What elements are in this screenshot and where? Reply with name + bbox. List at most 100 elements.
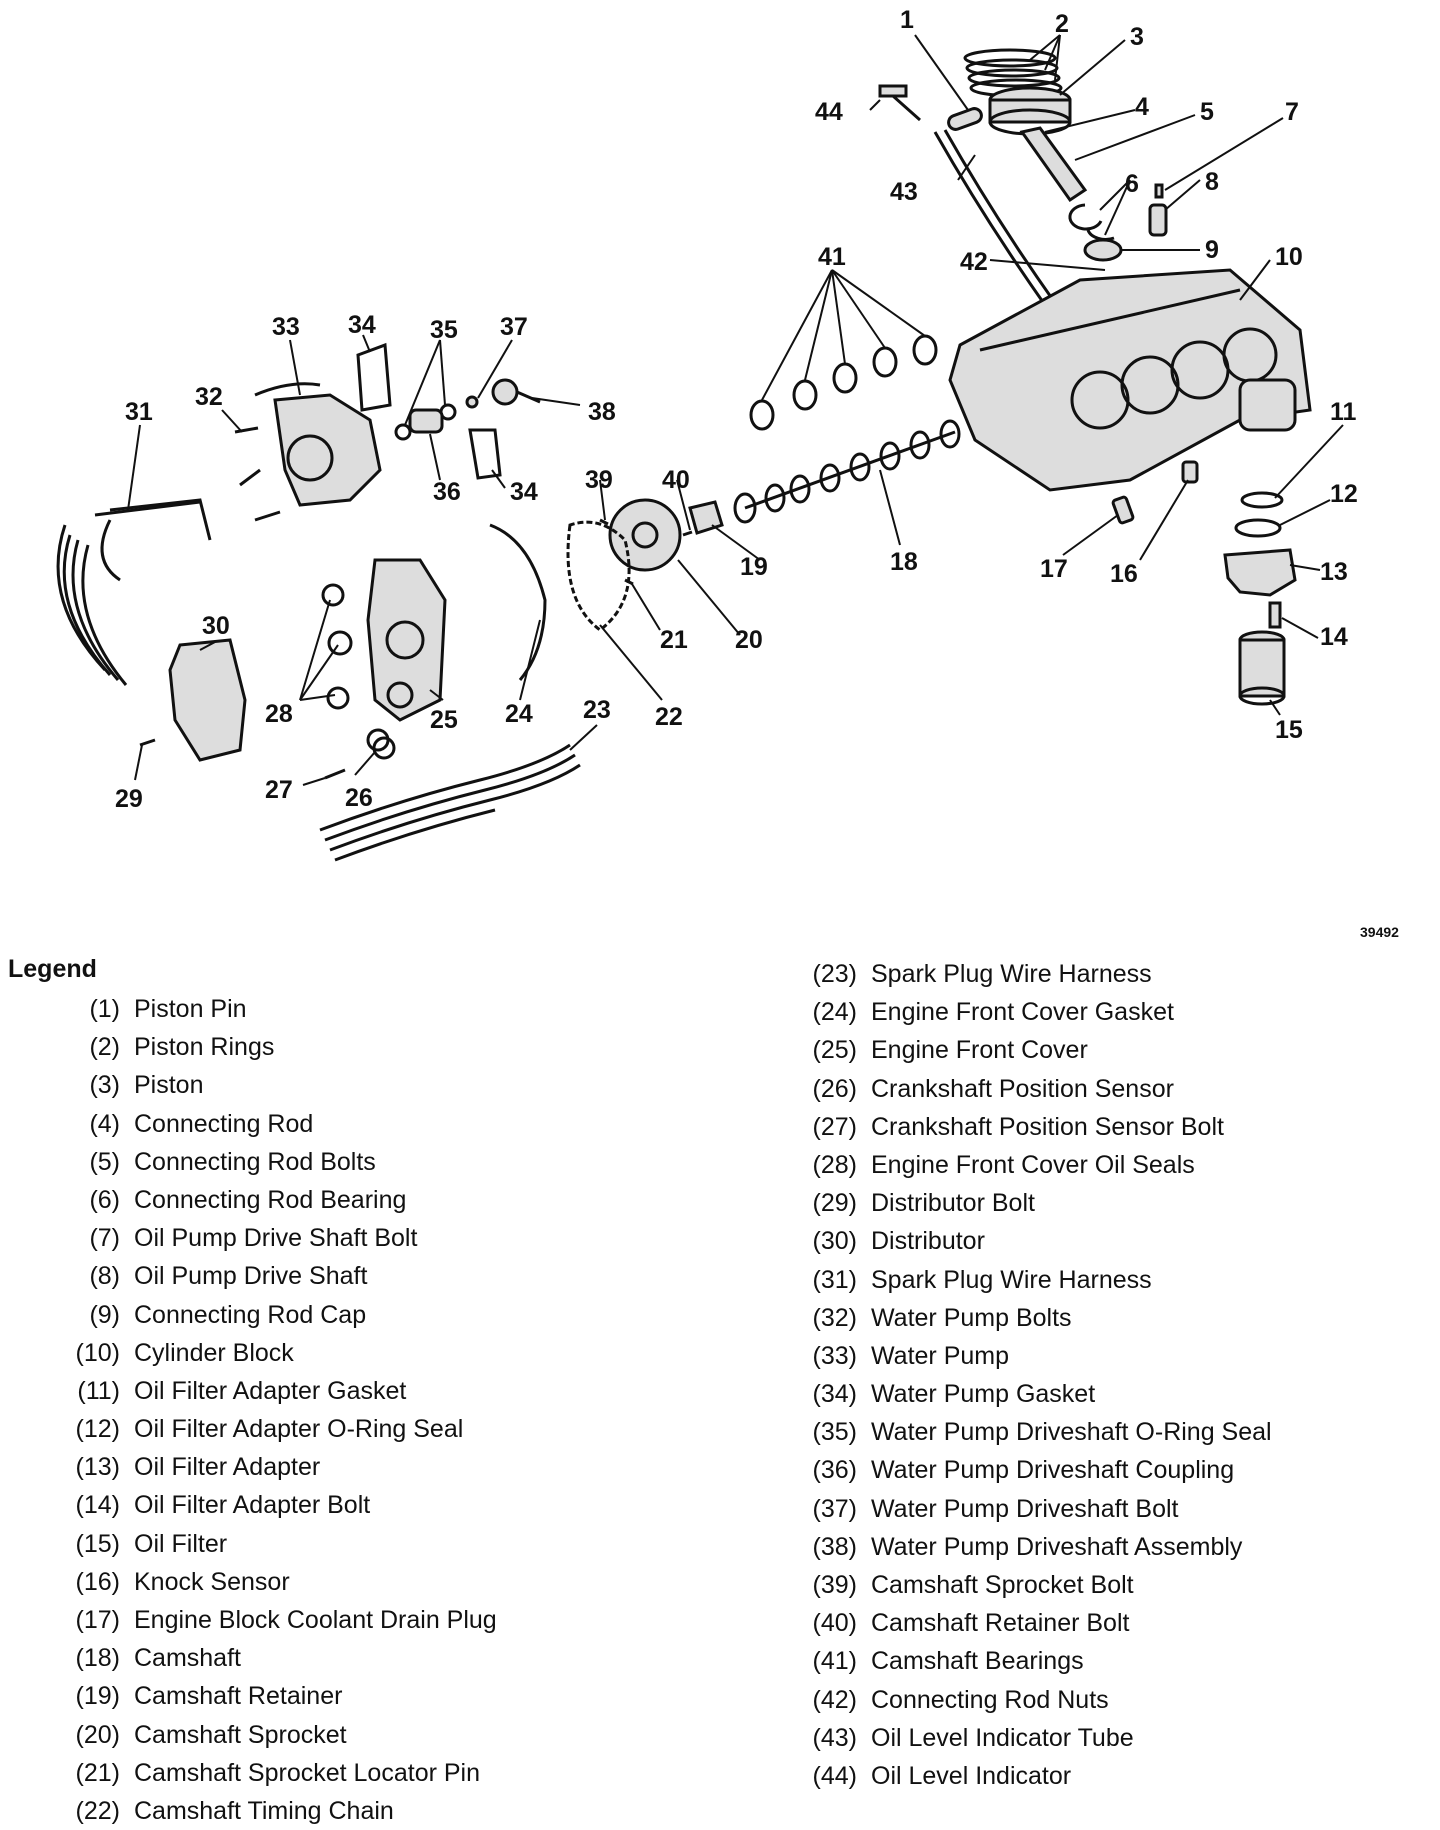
callout-37: 37 [500, 313, 528, 341]
camshaft-bearings-art [749, 334, 938, 431]
retainer-bolt-art [682, 530, 693, 537]
front-cover-seal-2-art [327, 630, 353, 656]
legend-item-text: Oil Pump Drive Shaft Bolt [134, 1224, 418, 1253]
callout-27: 27 [265, 776, 293, 804]
legend-right-column: (23)Spark Plug Wire Harness(24)Engine Fr… [783, 955, 1272, 1795]
driveshaft-oring-left-art [394, 423, 412, 441]
callout-4: 4 [1135, 93, 1149, 121]
legend-item-number: (6) [89, 1185, 120, 1214]
driveshaft-bolt-art [465, 395, 479, 409]
legend-item-number: (11) [77, 1376, 120, 1405]
legend-item: (18)Camshaft [46, 1639, 497, 1677]
legend-item-text: Piston Pin [134, 995, 247, 1023]
legend-item: (14)Oil Filter Adapter Bolt [46, 1486, 497, 1524]
legend-item-text: Spark Plug Wire Harness [871, 960, 1152, 988]
legend-item-text: Oil Level Indicator Tube [871, 1723, 1134, 1752]
legend-item-number: (23) [812, 960, 857, 988]
callout-24: 24 [505, 700, 533, 728]
callout-34-top: 34 [348, 311, 376, 339]
callout-2: 2 [1055, 10, 1069, 38]
legend-item-number: (42) [812, 1685, 857, 1714]
legend-item: (38)Water Pump Driveshaft Assembly [783, 1528, 1272, 1566]
callout-17: 17 [1040, 555, 1068, 583]
parts-artwork [56, 48, 1312, 862]
legend-item-number: (25) [812, 1036, 857, 1065]
legend-title: Legend [8, 955, 97, 983]
legend-item-number: (2) [89, 1033, 120, 1062]
callout-3: 3 [1130, 23, 1144, 51]
legend-item: (28)Engine Front Cover Oil Seals [783, 1146, 1272, 1184]
callout-5: 5 [1200, 98, 1214, 126]
legend-item-text: Water Pump Driveshaft O-Ring Seal [871, 1418, 1272, 1447]
exploded-engine-diagram: 1 2 3 4 5 6 7 8 9 10 11 12 13 14 15 16 1… [0, 0, 1440, 900]
legend-item-number: (24) [812, 998, 857, 1027]
legend-item-text: Camshaft Sprocket Bolt [871, 1571, 1134, 1599]
legend-item-text: Oil Filter Adapter [134, 1453, 321, 1482]
legend-item: (25)Engine Front Cover [783, 1031, 1272, 1069]
water-pump-art [239, 382, 382, 507]
legend-item: (8) Oil Pump Drive Shaft [46, 1257, 497, 1295]
legend-item-text: Oil Level Indicator [871, 1761, 1072, 1790]
callout-18: 18 [890, 548, 918, 576]
legend-item-text: Camshaft Sprocket [134, 1720, 347, 1749]
front-cover-seal-1-art [321, 583, 345, 607]
legend-item-text: Crankshaft Position Sensor Bolt [871, 1112, 1224, 1141]
legend-item-number: (20) [75, 1720, 120, 1749]
legend-item: (44) Oil Level Indicator [783, 1757, 1272, 1795]
callout-42: 42 [960, 248, 988, 276]
legend-item-number: (17) [75, 1606, 120, 1634]
legend-item-text: Connecting Rod [134, 1109, 314, 1138]
legend-item-number: (8) [89, 1262, 120, 1291]
legend-item-number: (44) [812, 1761, 857, 1790]
knock-sensor-art [1181, 460, 1199, 484]
callout-7: 7 [1285, 98, 1299, 126]
callout-15: 15 [1275, 716, 1303, 744]
spark-plug-wire-harness-bottom-art [319, 743, 581, 862]
legend-item: (1)Piston Pin [46, 990, 497, 1028]
legend-item-number: (4) [89, 1109, 120, 1138]
callout-12: 12 [1330, 480, 1358, 508]
distributor-art [168, 638, 247, 762]
oil-filter-art [1238, 630, 1286, 706]
legend-item-number: (7) [89, 1224, 120, 1253]
legend-item: (19)Camshaft Retainer [46, 1677, 497, 1715]
oil-level-indicator-art [878, 84, 921, 122]
legend-item: (3)Piston [46, 1066, 497, 1104]
front-cover-seal-3-art [326, 686, 350, 710]
legend-item-number: (30) [812, 1227, 857, 1256]
legend-item-number: (14) [75, 1491, 120, 1520]
legend-item-number: (22) [75, 1796, 120, 1825]
legend-item: (37)Water Pump Driveshaft Bolt [783, 1490, 1272, 1528]
legend-item-text: Oil Pump Drive Shaft [134, 1262, 368, 1291]
callout-23: 23 [583, 696, 611, 724]
legend-item: (11)Oil Filter Adapter Gasket [46, 1372, 497, 1410]
legend-item-text: Distributor Bolt [871, 1189, 1035, 1218]
legend-item: (7) Oil Pump Drive Shaft Bolt [46, 1219, 497, 1257]
legend-item: (23) Spark Plug Wire Harness [783, 955, 1272, 993]
legend-item-text: Cylinder Block [134, 1338, 294, 1367]
figure-code: 39492 [1360, 924, 1399, 940]
legend-item-number: (16) [75, 1567, 120, 1596]
legend-item-number: (18) [75, 1644, 120, 1673]
legend-item-number: (9) [89, 1300, 120, 1329]
legend-item-text: Distributor [871, 1227, 985, 1256]
legend-item-text: Connecting Rod Cap [134, 1300, 367, 1329]
legend-item: (5)Connecting Rod Bolts [46, 1143, 497, 1181]
callout-labels: 1 2 3 4 5 6 7 8 9 10 11 12 13 14 15 16 1… [115, 6, 1358, 813]
callout-38: 38 [588, 398, 616, 426]
legend-item-text: Spark Plug Wire Harness [871, 1265, 1152, 1294]
callout-32: 32 [195, 383, 223, 411]
legend-item-text: Piston Rings [134, 1033, 275, 1062]
legend-item: (39)Camshaft Sprocket Bolt [783, 1566, 1272, 1604]
legend-item: (15)Oil Filter [46, 1525, 497, 1563]
legend-item: (36)Water Pump Driveshaft Coupling [783, 1451, 1272, 1489]
callout-20: 20 [735, 626, 763, 654]
legend-item-number: (34) [812, 1380, 857, 1409]
callout-22: 22 [655, 703, 683, 731]
callout-1: 1 [900, 6, 914, 34]
legend-item-number: (41) [812, 1647, 857, 1676]
legend-item-number: (26) [812, 1074, 857, 1103]
legend-item-text: Camshaft Sprocket Locator Pin [134, 1758, 480, 1787]
callout-6: 6 [1125, 170, 1139, 198]
legend-item-number: (32) [812, 1303, 857, 1332]
